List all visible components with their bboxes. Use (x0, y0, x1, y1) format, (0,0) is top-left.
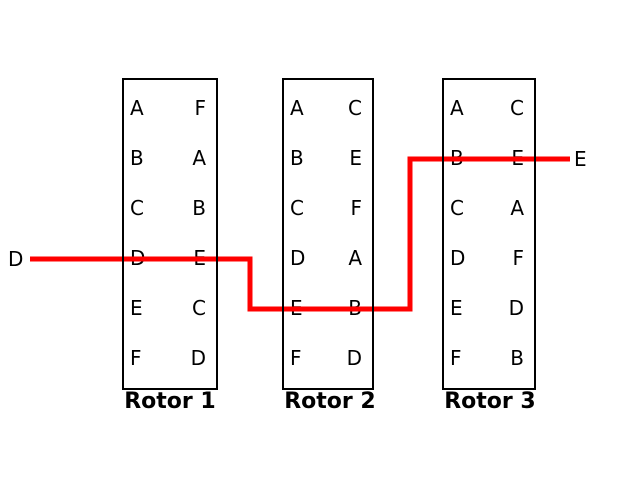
rotor-right-letter: D (346, 346, 362, 370)
rotor-3: A C B E C A D F E D F B Rotor 3 (442, 78, 536, 414)
rotor-right-letter: F (194, 96, 206, 120)
rotor-left-letter: A (130, 96, 144, 120)
rotor-right-letter: C (510, 96, 524, 120)
rotor-2-box (282, 78, 374, 390)
rotor-1-label: Rotor 1 (124, 389, 216, 414)
rotor-3-row-1: A C (442, 83, 536, 133)
rotor-right-letter: D (190, 346, 206, 370)
rotor-right-letter: B (510, 346, 524, 370)
rotor-3-label: Rotor 3 (444, 389, 536, 414)
rotor-right-letter: C (348, 96, 362, 120)
rotor-1-box (122, 78, 218, 390)
input-letter-label: D (8, 247, 24, 271)
rotor-1-row-6: F D (122, 333, 218, 383)
rotor-left-letter: A (450, 96, 464, 120)
rotor-1-row-1: A F (122, 83, 218, 133)
rotor-3-row-6: F B (442, 333, 536, 383)
rotor-left-letter: F (130, 346, 142, 370)
rotor-2-row-1: A C (282, 83, 374, 133)
output-letter-label: E (574, 147, 587, 171)
rotor-2-row-6: F D (282, 333, 374, 383)
rotor-left-letter: F (290, 346, 302, 370)
rotor-1: A F B A C B D E E C F D Rotor 1 (122, 78, 218, 414)
rotor-2: A C B E C F D A E B F D Rotor 2 (282, 78, 376, 414)
rotor-left-letter: F (450, 346, 462, 370)
rotor-left-letter: A (290, 96, 304, 120)
rotor-2-label: Rotor 2 (284, 389, 376, 414)
rotor-3-box (442, 78, 536, 390)
